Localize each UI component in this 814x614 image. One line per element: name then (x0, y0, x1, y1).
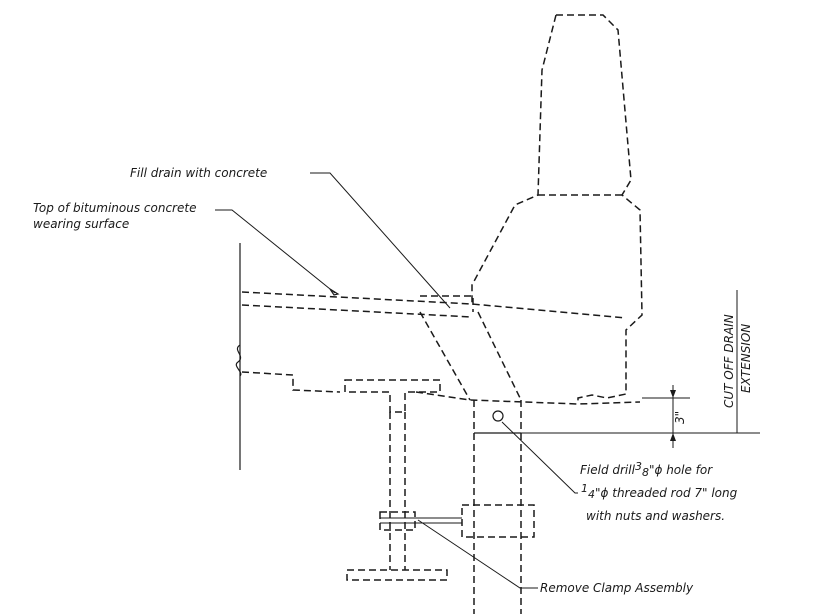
break-symbol (235, 344, 242, 377)
deck-second-line (241, 304, 473, 318)
clamp-right-block (461, 504, 535, 538)
field-drill-note-line1: Field drill38"ϕ hole for (580, 460, 713, 479)
leader-remove-clamp (417, 519, 538, 589)
field-drill-note-line2: 14"ϕ threaded rod 7" long (581, 482, 738, 501)
cut-off-label-line2: EXTENSION (739, 324, 753, 393)
drain-pipe-left (419, 311, 471, 401)
leader-field-drill (501, 421, 578, 494)
top-surface-note-line1: Top of bituminous concrete (33, 201, 196, 215)
clamp-left-block (379, 511, 416, 531)
top-surface-note-line2: wearing surface (33, 217, 129, 231)
dim-value: 3" (673, 411, 687, 424)
drain-pipe-right (477, 311, 522, 401)
ibeam-top-flange (344, 379, 441, 413)
dim-arrow-bottom (670, 433, 676, 441)
leader-fill-drain (310, 172, 451, 309)
cut-off-label-line1: CUT OFF DRAIN (722, 314, 736, 408)
deck-top-line (241, 291, 627, 319)
ibeam-web (389, 412, 406, 570)
fill-drain-note: Fill drain with concrete (130, 166, 267, 180)
drill-hole-icon (492, 410, 504, 422)
leader-arrowhead (329, 288, 340, 296)
field-drill-note-line3: with nuts and washers. (586, 509, 725, 523)
remove-clamp-note: Remove Clamp Assembly (540, 581, 694, 595)
ibeam-bottom-flange (346, 569, 448, 581)
dim-arrow-top (670, 390, 676, 398)
concrete-barrier (471, 14, 643, 404)
drain-top-box (420, 295, 474, 312)
deck-bottom-line (241, 371, 341, 393)
deck-soffit-line (415, 391, 641, 405)
leader-top-surface (215, 209, 336, 294)
